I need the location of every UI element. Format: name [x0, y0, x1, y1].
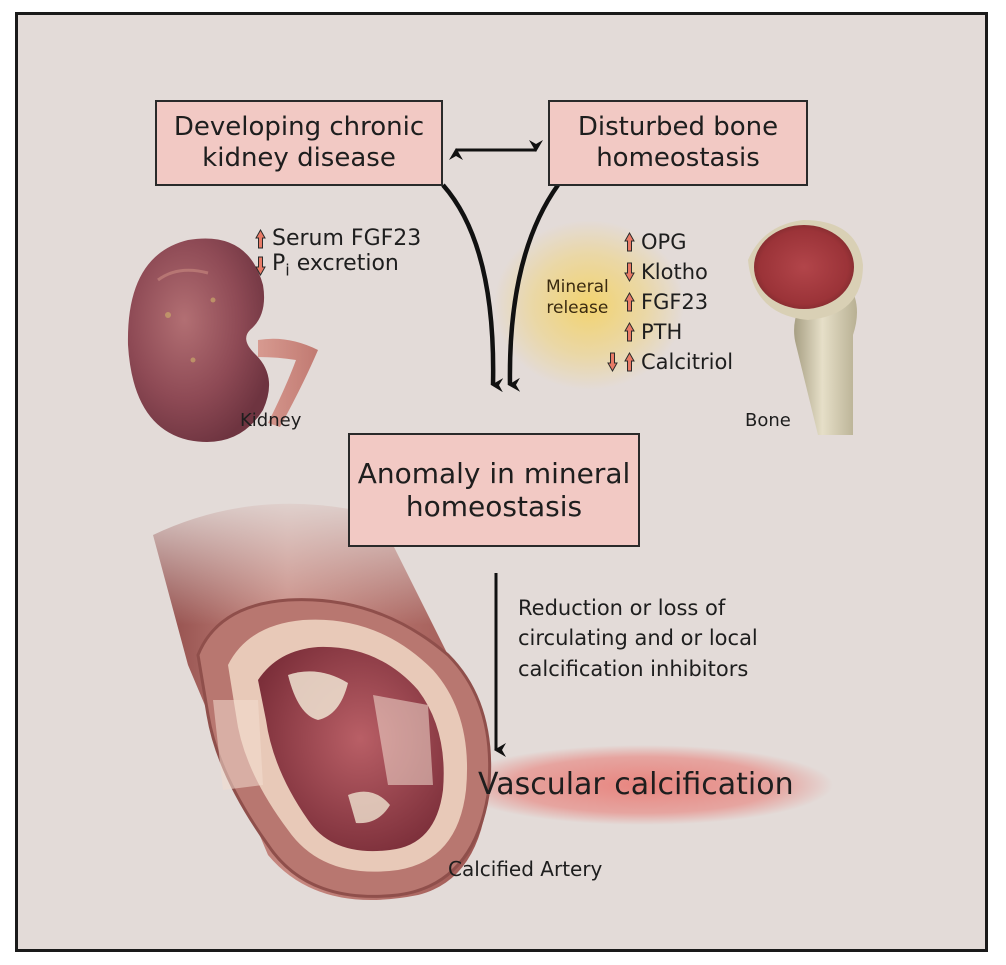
anomaly-line-2: homeostasis	[358, 490, 631, 523]
up-arrow-icon	[624, 292, 635, 312]
calcified-artery-label: Calcified Artery	[448, 857, 602, 881]
mineral-release-line-2: release	[546, 298, 609, 319]
inhibitors-line-2: circulating and or local	[518, 623, 758, 653]
bone-marker-text: FGF23	[641, 290, 708, 314]
bone-marker-klotho: Klotho	[624, 257, 733, 287]
kidney-marker-text: Serum FGF23	[272, 226, 421, 251]
calcified-artery-illustration	[118, 485, 538, 900]
inhibitors-text: Reduction or loss of circulating and or …	[518, 593, 758, 684]
bone-line-1: Disturbed bone	[578, 112, 778, 143]
kidney-marker-text: P	[272, 251, 285, 276]
kidney-marker-suffix: excretion	[290, 251, 399, 276]
inhibitors-line-3: calcification inhibitors	[518, 654, 758, 684]
bone-marker-text: PTH	[641, 320, 682, 344]
bone-homeostasis-box: Disturbed bone homeostasis	[548, 100, 808, 186]
figure-frame: Developing chronic kidney disease Distur…	[15, 12, 988, 952]
bone-marker-calcitriol: Calcitriol	[607, 347, 733, 377]
bone-line-2: homeostasis	[578, 143, 778, 174]
anomaly-box: Anomaly in mineral homeostasis	[348, 433, 640, 547]
kidney-marker-pi-excretion: Pi excretion	[255, 252, 421, 279]
ckd-box: Developing chronic kidney disease	[155, 100, 443, 186]
kidney-label: Kidney	[240, 410, 301, 431]
bone-marker-fgf23: FGF23	[624, 287, 733, 317]
vascular-calcification-label: Vascular calcification	[478, 767, 794, 802]
up-arrow-icon	[624, 322, 635, 342]
bone-illustration	[748, 220, 863, 435]
inhibitors-line-1: Reduction or loss of	[518, 593, 758, 623]
bone-markers: OPG Klotho FGF23 PTH Calcitriol	[624, 227, 733, 377]
down-arrow-icon	[255, 256, 266, 276]
down-arrow-icon	[607, 352, 618, 372]
up-arrow-icon	[624, 232, 635, 252]
bone-marker-text: Klotho	[641, 260, 708, 284]
anomaly-line-1: Anomaly in mineral	[358, 457, 631, 490]
up-arrow-icon	[255, 229, 266, 249]
kidney-markers: Serum FGF23 Pi excretion	[255, 225, 421, 279]
ckd-to-anomaly-arrow	[443, 185, 493, 385]
up-arrow-icon	[624, 352, 635, 372]
bone-label: Bone	[745, 410, 791, 431]
bone-marker-text: Calcitriol	[641, 350, 733, 374]
ckd-line-2: kidney disease	[174, 143, 424, 174]
bone-marker-pth: PTH	[624, 317, 733, 347]
ckd-line-1: Developing chronic	[174, 112, 424, 143]
mineral-release-label: Mineral release	[546, 277, 609, 320]
bone-marker-text: OPG	[641, 230, 686, 254]
bone-head-cross-section	[754, 225, 854, 309]
kidney-marker-serum-fgf23: Serum FGF23	[255, 225, 421, 252]
bone-marker-opg: OPG	[624, 227, 733, 257]
mineral-release-line-1: Mineral	[546, 277, 609, 298]
down-arrow-icon	[624, 262, 635, 282]
